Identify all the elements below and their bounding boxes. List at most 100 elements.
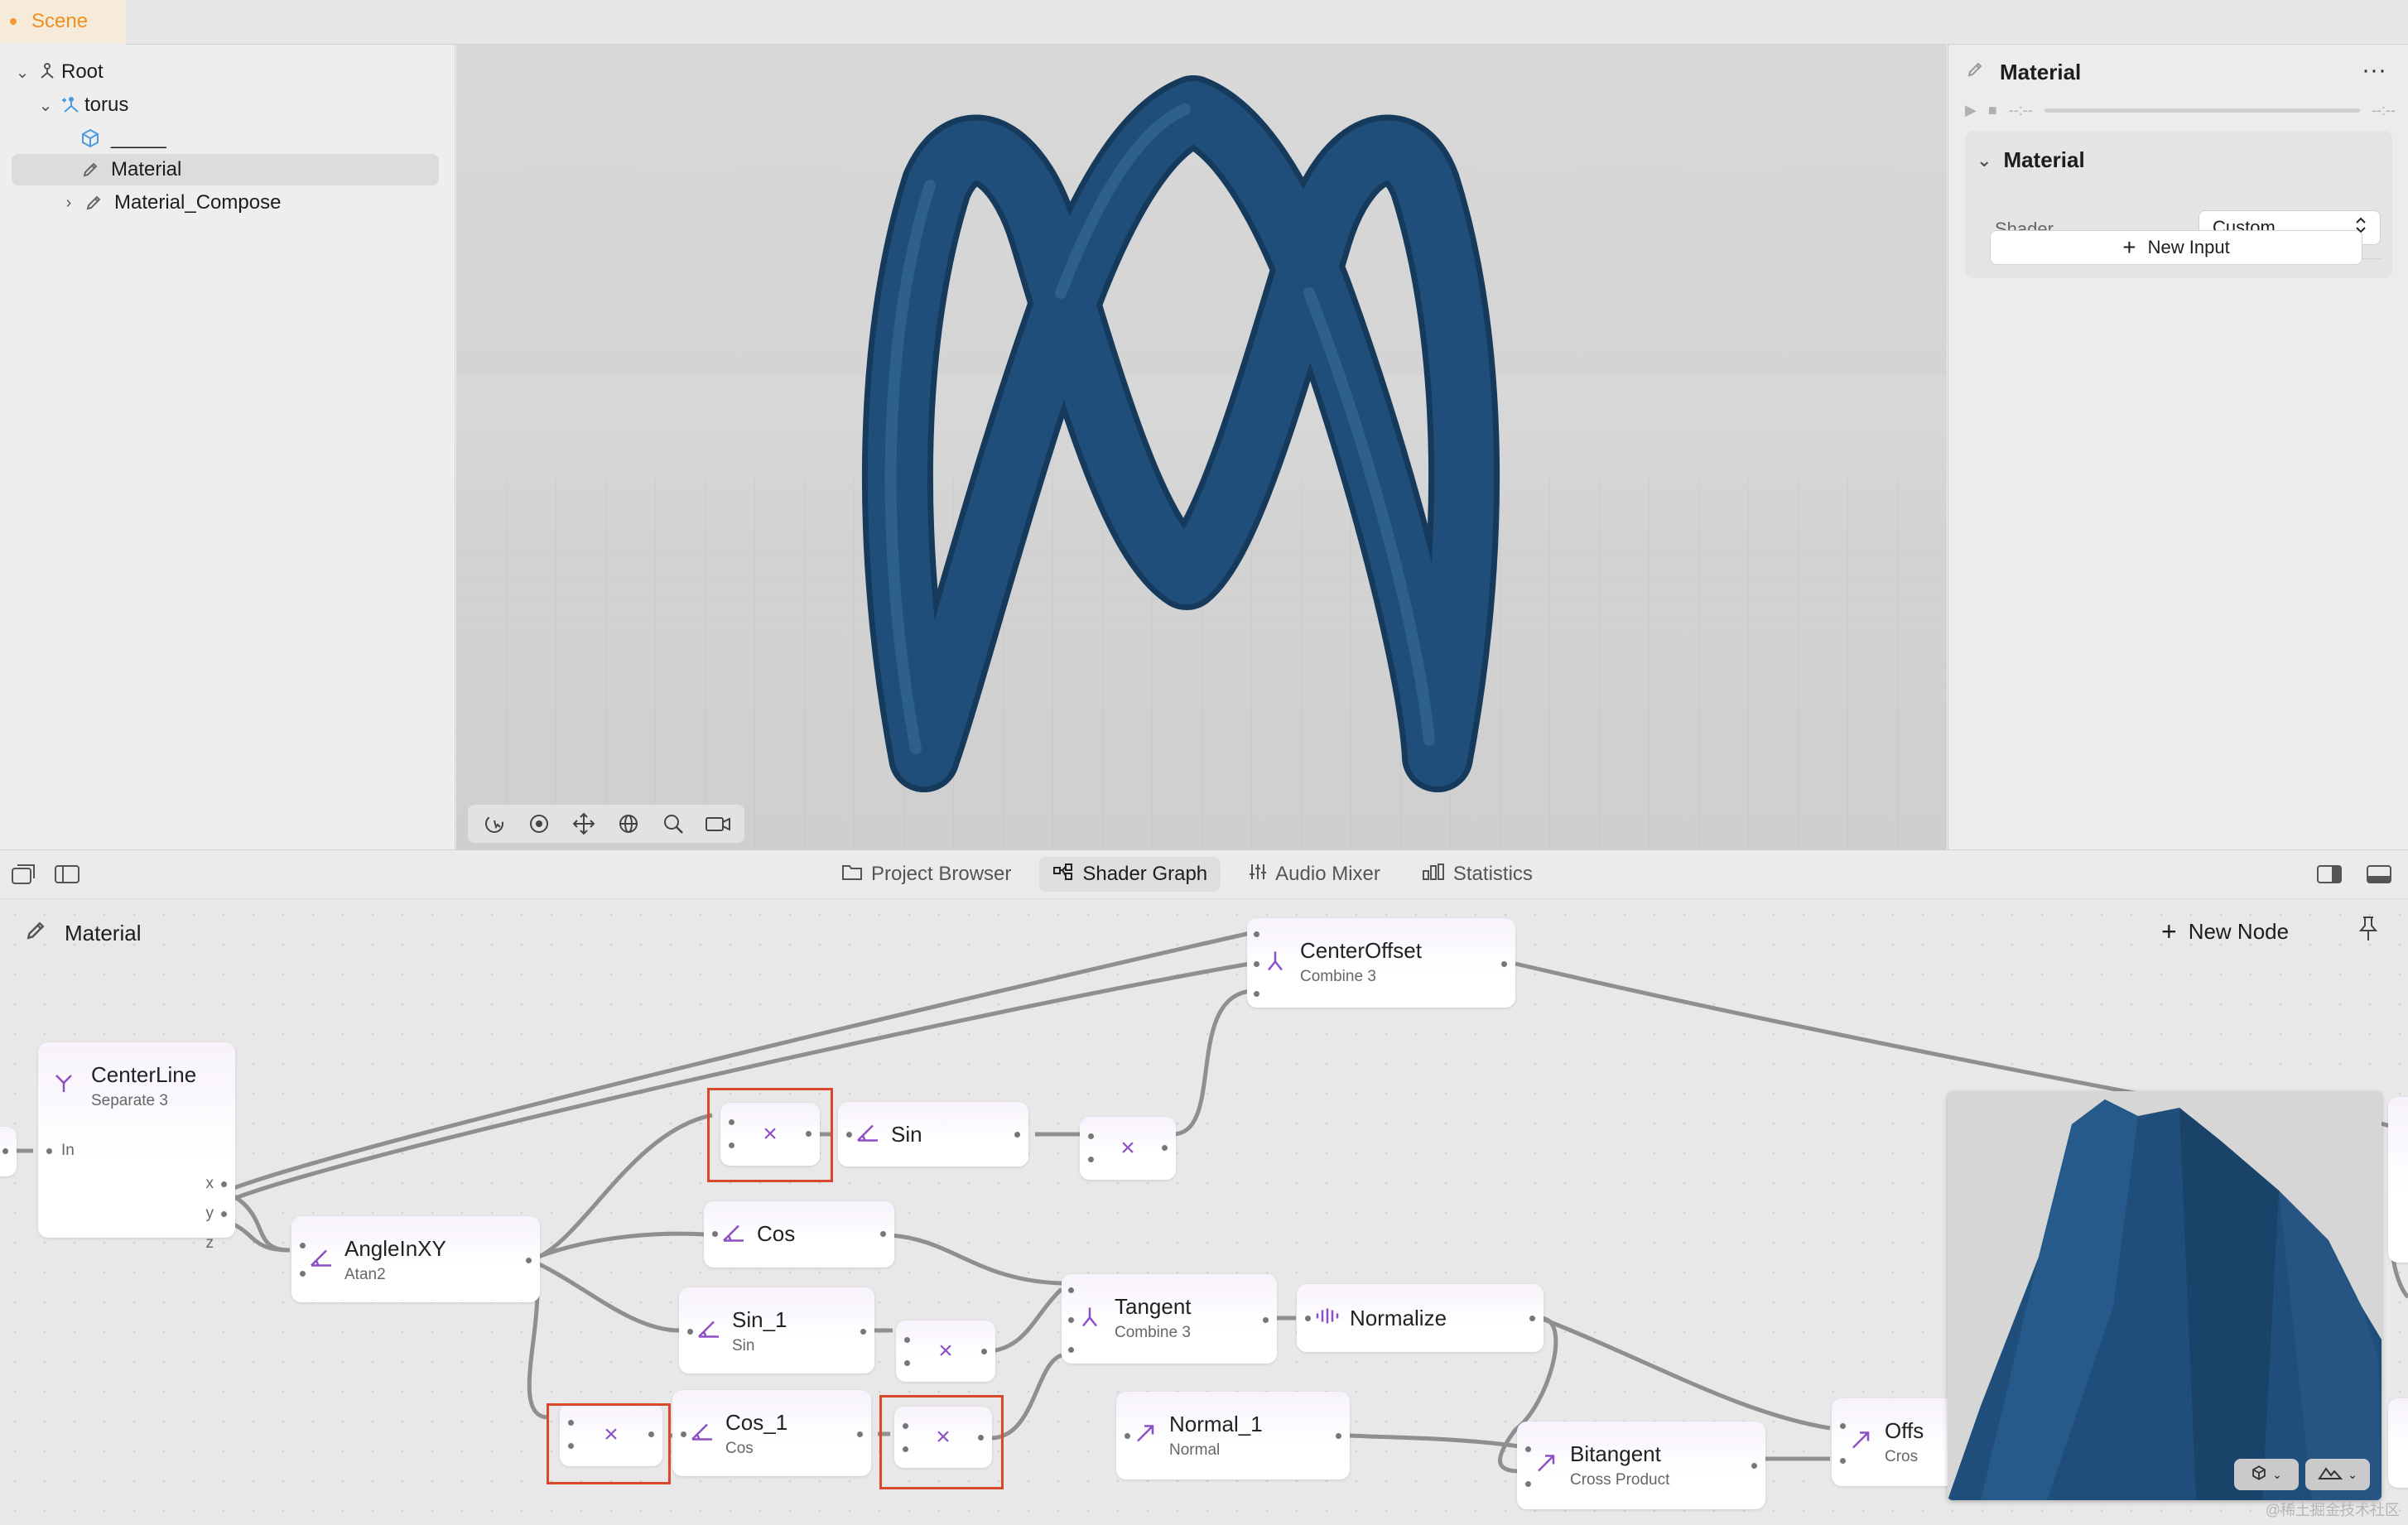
window-stack-icon[interactable] xyxy=(10,862,38,891)
input-port[interactable] xyxy=(903,1423,908,1429)
output-port[interactable] xyxy=(1751,1463,1757,1469)
node-cos[interactable]: Cos xyxy=(704,1201,894,1268)
input-port[interactable] xyxy=(1254,991,1259,997)
input-port[interactable] xyxy=(568,1420,574,1426)
input-port[interactable] xyxy=(1068,1347,1074,1353)
input-port[interactable] xyxy=(46,1148,52,1154)
input-port[interactable] xyxy=(681,1431,686,1437)
node-multiply-2[interactable]: × xyxy=(1080,1117,1176,1180)
node-partial-right[interactable] xyxy=(2388,1398,2408,1488)
output-port[interactable] xyxy=(1501,961,1507,967)
camera-icon[interactable] xyxy=(698,807,738,840)
input-port[interactable] xyxy=(1840,1423,1846,1429)
output-port[interactable] xyxy=(1529,1316,1535,1321)
node-partial-right[interactable] xyxy=(2388,1097,2408,1263)
globe-tool-icon[interactable] xyxy=(609,807,648,840)
input-port[interactable] xyxy=(1525,1446,1531,1452)
output-port[interactable] xyxy=(1014,1132,1020,1138)
node-multiply-1[interactable]: × xyxy=(720,1103,820,1166)
output-port[interactable] xyxy=(1336,1433,1341,1439)
output-port-x[interactable] xyxy=(221,1181,227,1187)
chevron-down-icon[interactable]: ⌄ xyxy=(15,63,30,82)
tab-audio-mixer[interactable]: Audio Mixer xyxy=(1235,857,1394,892)
preview-shape-select[interactable]: ⌄ xyxy=(2234,1459,2299,1490)
output-port[interactable] xyxy=(806,1131,811,1137)
material-preview[interactable]: ⌄ ⌄ xyxy=(1948,1091,2382,1500)
scrub-track[interactable] xyxy=(2044,108,2361,113)
node-bitangent[interactable]: Bitangent Cross Product xyxy=(1517,1422,1765,1509)
select-tool-icon[interactable] xyxy=(474,807,514,840)
input-port[interactable] xyxy=(1125,1433,1130,1439)
tree-item-material-compose[interactable]: › Material_Compose xyxy=(58,187,282,219)
new-input-button[interactable]: + New Input xyxy=(1990,230,2362,265)
output-port[interactable] xyxy=(526,1258,532,1263)
tree-item-material[interactable]: Material xyxy=(12,154,439,185)
new-node-button[interactable]: + New Node xyxy=(2161,916,2289,947)
node-tangent[interactable]: Tangent Combine 3 xyxy=(1062,1274,1277,1364)
orbit-tool-icon[interactable] xyxy=(519,807,559,840)
node-centeroffset[interactable]: CenterOffset Combine 3 xyxy=(1247,918,1515,1008)
output-port[interactable] xyxy=(2,1148,8,1154)
input-port[interactable] xyxy=(904,1360,910,1366)
input-port[interactable] xyxy=(1068,1317,1074,1323)
input-port[interactable] xyxy=(846,1132,852,1138)
input-port[interactable] xyxy=(1254,931,1259,937)
output-port[interactable] xyxy=(978,1435,984,1441)
output-port[interactable] xyxy=(880,1231,886,1237)
input-port[interactable] xyxy=(1068,1287,1074,1293)
output-port[interactable] xyxy=(860,1329,866,1335)
input-port[interactable] xyxy=(1525,1481,1531,1487)
input-port[interactable] xyxy=(687,1329,693,1335)
move-tool-icon[interactable] xyxy=(564,807,604,840)
output-port[interactable] xyxy=(1263,1317,1269,1323)
input-port[interactable] xyxy=(1088,1133,1094,1139)
scene-tab[interactable]: Scene xyxy=(0,0,126,43)
node-multiply-3[interactable]: × xyxy=(896,1321,995,1382)
output-port[interactable] xyxy=(981,1349,987,1354)
more-options-icon[interactable]: ··· xyxy=(2362,56,2386,84)
zoom-tool-icon[interactable] xyxy=(653,807,693,840)
inspector-toggle-icon[interactable] xyxy=(2315,862,2343,891)
preview-environment-select[interactable]: ⌄ xyxy=(2305,1459,2370,1490)
stop-icon[interactable]: ■ xyxy=(1987,101,1997,118)
chevron-right-icon[interactable]: › xyxy=(65,193,72,212)
input-port[interactable] xyxy=(904,1337,910,1343)
input-port[interactable] xyxy=(568,1443,574,1449)
pin-icon[interactable] xyxy=(2357,915,2380,947)
input-port[interactable] xyxy=(1305,1316,1311,1321)
input-port[interactable] xyxy=(903,1446,908,1452)
bottom-panel-toggle-icon[interactable] xyxy=(2365,862,2393,891)
tree-item-torus[interactable]: ⌄ torus xyxy=(35,89,129,121)
output-port-y[interactable] xyxy=(221,1211,227,1217)
input-port[interactable] xyxy=(712,1231,718,1237)
output-port[interactable] xyxy=(1162,1145,1168,1151)
play-icon[interactable]: ▶ xyxy=(1965,101,1977,118)
node-normalize[interactable]: Normalize xyxy=(1297,1284,1544,1352)
input-port[interactable] xyxy=(1840,1458,1846,1464)
3d-viewport[interactable] xyxy=(456,45,1947,849)
tree-item-mesh[interactable]: _____ xyxy=(76,123,166,154)
tree-item-root[interactable]: ⌄ Root xyxy=(12,56,104,88)
node-partial-left[interactable] xyxy=(0,1127,17,1176)
input-port[interactable] xyxy=(300,1271,306,1277)
chevron-down-icon[interactable]: ⌄ xyxy=(1977,149,1992,171)
input-port[interactable] xyxy=(729,1143,734,1148)
node-normal-1[interactable]: Normal_1 Normal xyxy=(1116,1392,1350,1479)
output-port[interactable] xyxy=(857,1431,863,1437)
node-angleinxy[interactable]: AngleInXY Atan2 xyxy=(291,1216,540,1302)
node-centerline[interactable]: CenterLine Separate 3 In x y z xyxy=(38,1042,235,1252)
input-port[interactable] xyxy=(1254,961,1259,967)
tab-project-browser[interactable]: Project Browser xyxy=(828,857,1024,892)
input-port[interactable] xyxy=(729,1119,734,1125)
chevron-down-icon[interactable]: ⌄ xyxy=(38,96,53,115)
material-section-header[interactable]: ⌄ Material xyxy=(1977,147,2085,173)
tab-statistics[interactable]: Statistics xyxy=(1409,857,1546,892)
input-port[interactable] xyxy=(300,1243,306,1248)
output-port[interactable] xyxy=(648,1431,654,1437)
node-multiply-4[interactable]: × xyxy=(560,1403,662,1466)
tab-shader-graph[interactable]: Shader Graph xyxy=(1039,857,1221,892)
node-cos-1[interactable]: Cos_1 Cos xyxy=(672,1390,871,1476)
input-port[interactable] xyxy=(1088,1157,1094,1162)
node-multiply-5[interactable]: × xyxy=(894,1407,992,1468)
sidebar-toggle-icon[interactable] xyxy=(53,862,81,891)
